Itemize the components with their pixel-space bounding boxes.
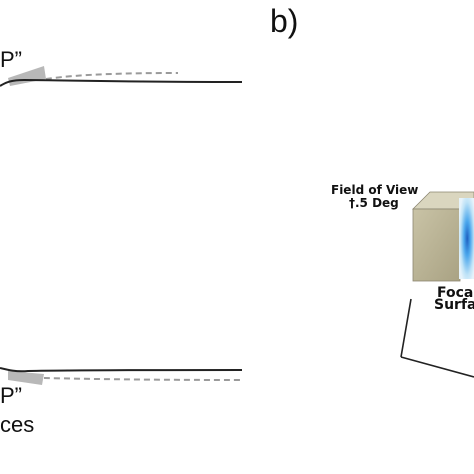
panel-label-b: b) — [270, 3, 299, 39]
bottom-gray-wedge — [8, 371, 44, 385]
top-solid-line — [0, 78, 243, 87]
top-p-label: P” — [0, 47, 22, 72]
bracket-left-line — [400, 298, 412, 358]
bottom-surface-profile — [0, 367, 243, 385]
bottom-caption-fragment: ces — [0, 412, 35, 437]
focal-surface-line1: Foca — [437, 285, 474, 301]
focal-bracket — [400, 298, 474, 378]
focal-surface-line2: Surfa — [434, 297, 474, 313]
cube-blue-face — [459, 198, 474, 279]
top-dashed-line — [45, 72, 179, 80]
field-of-view-title: Field of View — [331, 183, 419, 197]
field-of-view-cube — [412, 191, 474, 282]
top-surface-profile — [0, 66, 243, 87]
bottom-p-label: P” — [0, 383, 22, 408]
cube-front-face — [412, 208, 461, 282]
bottom-solid-line — [0, 367, 243, 373]
bracket-bottom-line — [400, 356, 474, 378]
bottom-dashed-line — [43, 377, 243, 381]
field-of-view-value: †.5 Deg — [349, 196, 399, 210]
